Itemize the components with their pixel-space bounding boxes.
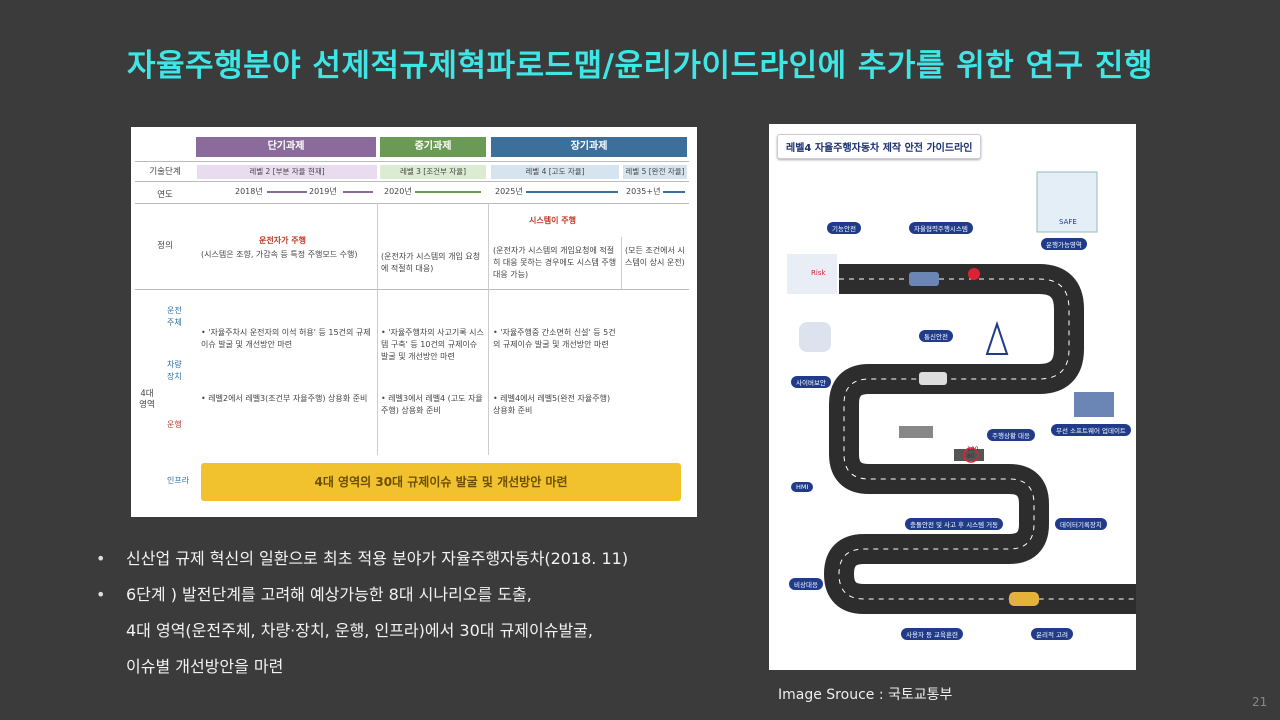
def-system-title: 시스템이 주행 xyxy=(529,216,576,225)
table-divider xyxy=(621,237,622,289)
infographic-title: 레벨4 자율주행자동차 제작 안전 가이드라인 xyxy=(777,134,982,159)
year-2035: 2035+년 xyxy=(626,187,661,196)
tag-data-recorder: 데이터기록장치 xyxy=(1055,518,1107,530)
arrow-short-2 xyxy=(343,191,373,193)
bullet-2-line-2: 4대 영역(운전주체, 차량·장치, 운행, 인프라)에서 30대 규제이슈발굴… xyxy=(126,621,593,640)
table-divider xyxy=(135,181,689,182)
mid-item-2: • 레벨3에서 레벨4 (고도 자율주행) 상용화 준비 xyxy=(381,394,483,415)
tag-ota-update: 무선 소프트웨어 업데이트 xyxy=(1051,424,1131,436)
guideline-infographic: 100 80 SAFE Risk 레벨4 자율주행자동차 제작 안전 가이드라인… xyxy=(769,124,1136,670)
arrow-long-2 xyxy=(663,191,685,193)
arrow-mid xyxy=(415,191,481,193)
bullet-2-line-3: 이슈별 개선방안을 마련 xyxy=(126,657,284,676)
mid-item-1: • '자율주행차의 사고기록 시스템 구축' 등 10건의 규제이슈 발굴 및 … xyxy=(381,328,484,361)
table-divider xyxy=(135,161,689,162)
table-divider xyxy=(377,203,378,455)
phase-short-header: 단기과제 xyxy=(196,137,376,157)
tag-functional-safety: 기능안전 xyxy=(827,222,861,234)
level-3-band: 레벨 3 [조건부 자율] xyxy=(380,165,486,179)
short-item-2: • 레벨2에서 레벨3(조건부 자율주행) 상용화 준비 xyxy=(201,394,368,403)
area-infra: 인프라 xyxy=(167,476,190,485)
arrow-short xyxy=(267,191,307,193)
area-driver: 운전 주체 xyxy=(167,306,182,327)
banner: 4대 영역의 30대 규제이슈 발굴 및 개선방안 마련 xyxy=(201,463,681,501)
def-short-title: 운전자가 주행 xyxy=(259,236,306,245)
page-number: 21 xyxy=(1252,695,1268,709)
long-item-1: • '자율주행중 간소면허 신설' 등 5건의 규제이슈 발굴 및 개선방안 마… xyxy=(493,328,616,349)
area-operation: 운행 xyxy=(167,420,182,429)
row-label-year: 연도 xyxy=(157,190,173,200)
bullet-list: 신산업 규제 혁신의 일환으로 최초 적용 분야가 자율주행자동차(2018. … xyxy=(96,541,766,685)
year-2019: 2019년 xyxy=(309,187,337,196)
phase-long-header: 장기과제 xyxy=(491,137,687,157)
row-label-area: 4대 영역 xyxy=(139,389,155,410)
row-label-def: 정의 xyxy=(157,241,173,251)
table-divider xyxy=(135,203,689,204)
safe-label: SAFE xyxy=(1059,218,1077,226)
speed-sign-80: 80 xyxy=(967,453,975,460)
short-item-1: • '자율주차시 운전자의 이석 허용' 등 15건의 규제이슈 발굴 및 개선… xyxy=(201,328,371,349)
level-4-band: 레벨 4 [고도 자율] xyxy=(491,165,619,179)
tag-odd: 운행가능영역 xyxy=(1041,238,1087,250)
bullet-1: 신산업 규제 혁신의 일환으로 최초 적용 분야가 자율주행자동차(2018. … xyxy=(96,541,766,577)
long-item-2: • 레벨4에서 레벨5(완전 자율주행) 상용화 준비 xyxy=(493,394,611,415)
table-divider xyxy=(488,203,489,455)
def-short-text: (시스템은 조향, 가감속 등 특정 주행모드 수행) xyxy=(201,250,358,259)
tag-user-training: 사용자 등 교육훈련 xyxy=(901,628,963,640)
bullet-2-line-1: 6단계 ) 발전단계를 고려해 예상가능한 8대 시나리오를 도출, xyxy=(126,585,532,604)
roadmap-table-image: 단기과제 중기과제 장기과제 기술단계 연도 정의 4대 영역 레벨 2 [부분… xyxy=(131,127,697,517)
level-2-band: 레벨 2 [부분 자율 현재] xyxy=(197,165,377,179)
table-divider xyxy=(135,289,689,290)
tag-cyber-security: 사이버보안 xyxy=(791,376,831,388)
tag-hmi: HMI xyxy=(791,482,814,492)
image-source: Image Srouce : 국토교통부 xyxy=(778,687,953,703)
row-label-tech: 기술단계 xyxy=(149,167,181,177)
road-illustration: 100 80 SAFE Risk xyxy=(787,171,1136,614)
tag-emergency: 비상대응 xyxy=(789,578,823,590)
arrow-long xyxy=(526,191,618,193)
tag-crash-safety: 충돌안전 및 사고 후 시스템 거동 xyxy=(905,518,1004,530)
tag-cooperative-system: 자율협력주행시스템 xyxy=(909,222,973,234)
tag-driving-response: 주행상황 대응 xyxy=(987,429,1035,441)
def-long4-text: (운전자가 시스템의 개입요청에 적절히 대응 못하는 경우에도 시스템 주행 … xyxy=(493,246,617,279)
area-vehicle: 차량 장치 xyxy=(167,360,182,381)
def-long5-text: (모든 조건에서 시스템이 상시 운전) xyxy=(625,246,685,267)
risk-label: Risk xyxy=(811,269,826,277)
year-2020: 2020년 xyxy=(384,187,412,196)
slide-title: 자율주행분야 선제적규제혁파로드맵/윤리가이드라인에 추가를 위한 연구 진행 xyxy=(127,48,1153,84)
phase-mid-header: 중기과제 xyxy=(380,137,486,157)
tag-ethics: 윤리적 고려 xyxy=(1031,628,1073,640)
bullet-1-line-1: 신산업 규제 혁신의 일환으로 최초 적용 분야가 자율주행자동차(2018. … xyxy=(126,549,629,568)
def-mid-text: (운전자가 시스템의 개입 요청에 적절히 대응) xyxy=(381,252,481,273)
year-2018: 2018년 xyxy=(235,187,263,196)
bullet-2: 6단계 ) 발전단계를 고려해 예상가능한 8대 시나리오를 도출, 4대 영역… xyxy=(96,577,766,685)
year-2025: 2025년 xyxy=(495,187,523,196)
tag-comm-safety: 통신안전 xyxy=(919,330,953,342)
speed-sign-100: 100 xyxy=(967,446,979,453)
level-5-band: 레벨 5 [완전 자율] xyxy=(623,165,687,179)
